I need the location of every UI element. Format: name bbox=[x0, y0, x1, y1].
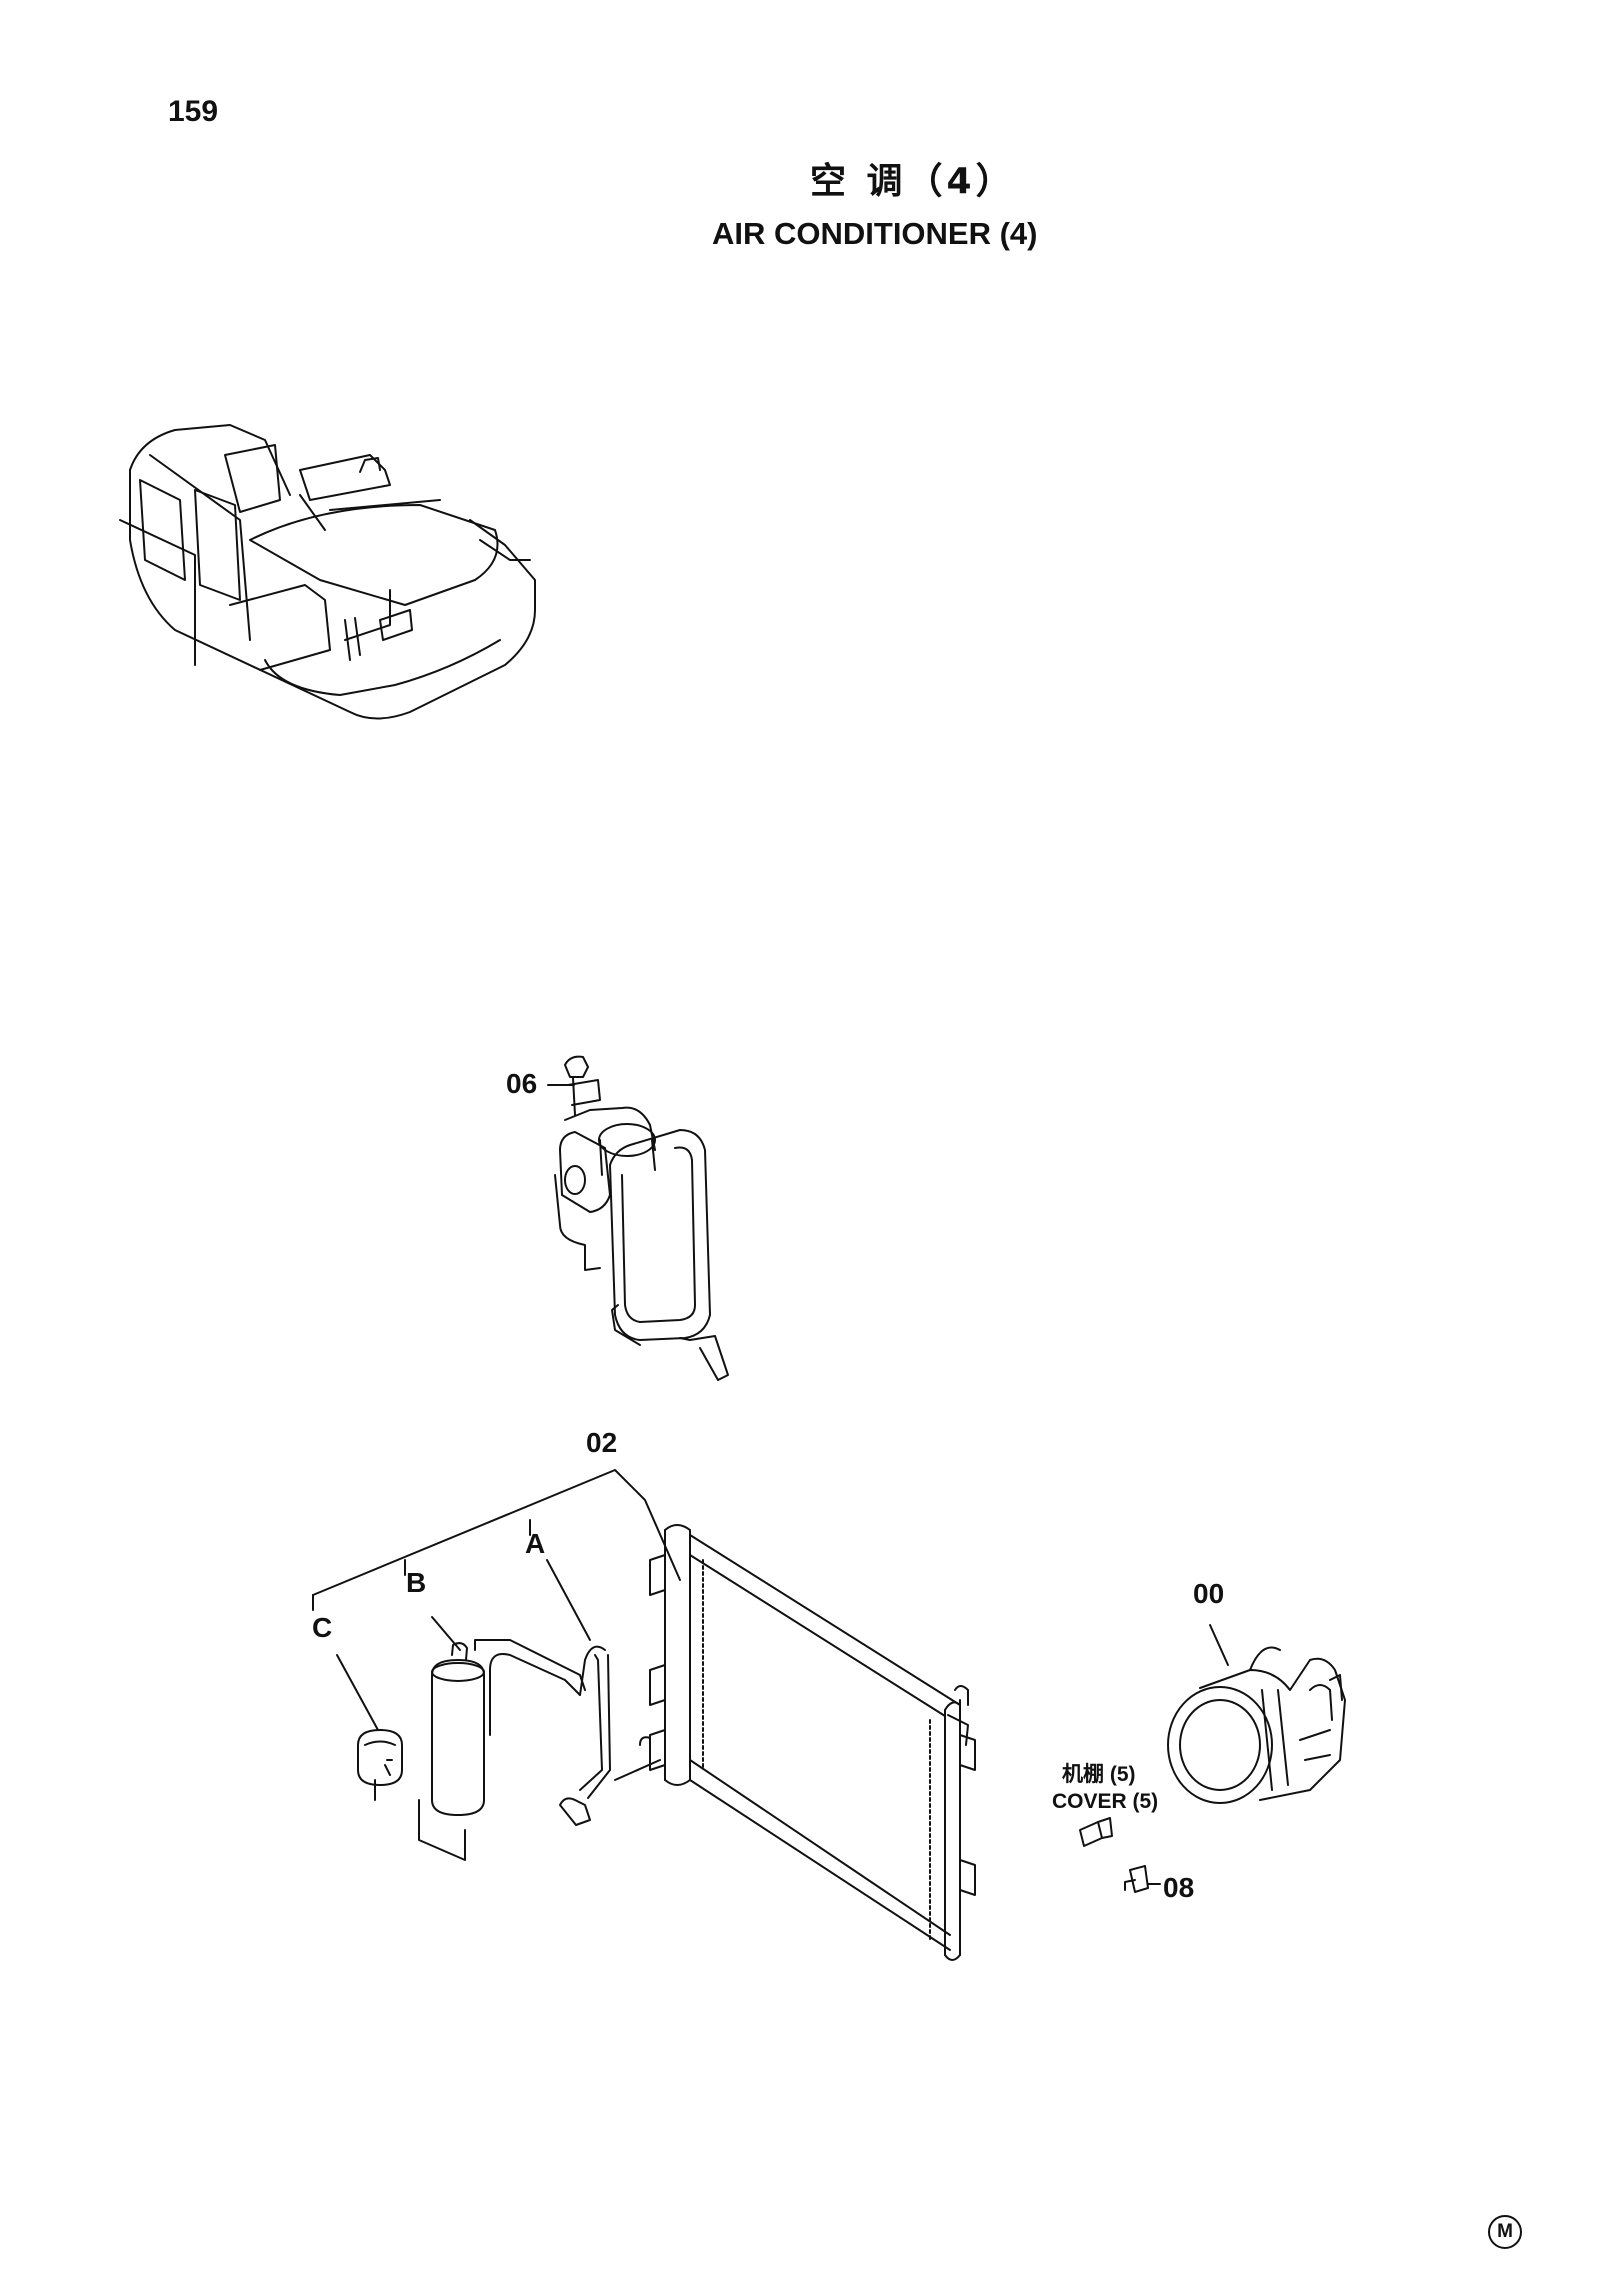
callout-06: 06 bbox=[506, 1068, 538, 1099]
corner-mark: M bbox=[1488, 2215, 1522, 2249]
evaporator-unit-icon bbox=[554, 1055, 729, 1381]
page-number: 159 bbox=[168, 95, 219, 128]
callout-08: 08 bbox=[1163, 1872, 1195, 1903]
pipe-connector-icon bbox=[357, 1729, 403, 1801]
callout-00: 00 bbox=[1193, 1578, 1225, 1609]
excavator-overview-icon bbox=[119, 424, 536, 720]
receiver-drier-icon bbox=[418, 1639, 661, 1861]
callout-b: B bbox=[406, 1567, 427, 1598]
callout-02: 02 bbox=[586, 1427, 618, 1458]
page-title-en: AIR CONDITIONER (4) bbox=[712, 216, 1038, 251]
callout-c: C bbox=[312, 1612, 333, 1643]
cover-label-en: COVER (5) bbox=[1052, 1790, 1159, 1813]
cover-label-cn: 机棚 (5) bbox=[1062, 1763, 1136, 1786]
callout-a: A bbox=[525, 1528, 546, 1559]
compressor-icon bbox=[1167, 1646, 1346, 1804]
condenser-icon bbox=[639, 1524, 976, 1961]
page-title-cn: 空 调（4） bbox=[810, 161, 1016, 202]
bolt-part-icon bbox=[1124, 1865, 1149, 1893]
cover-part-icon bbox=[1079, 1817, 1113, 1847]
callout-leaders bbox=[312, 1084, 1229, 1885]
